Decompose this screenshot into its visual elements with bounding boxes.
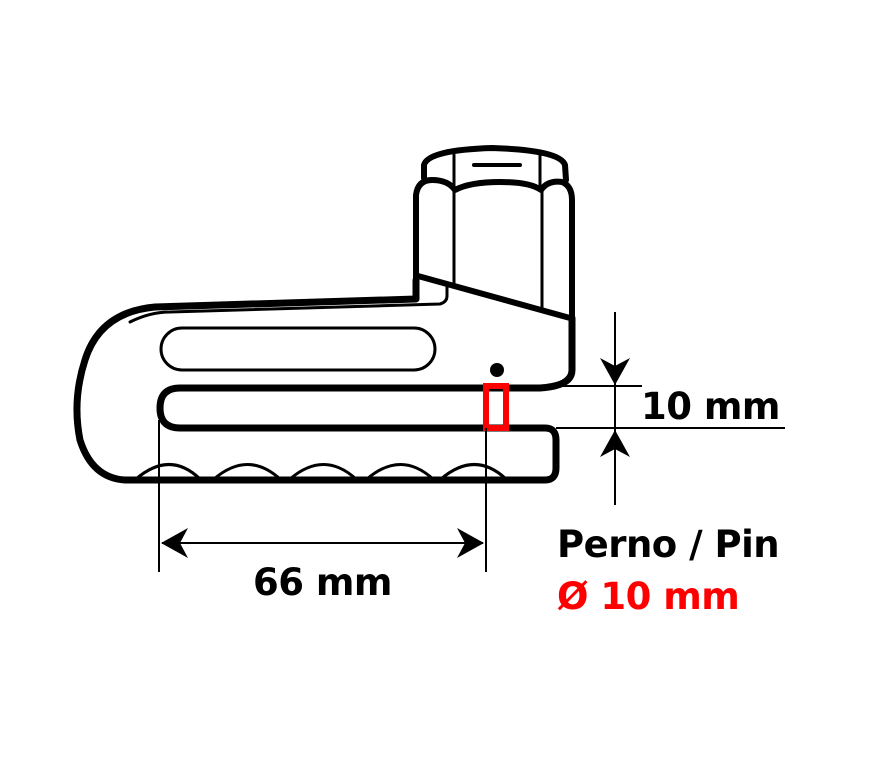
cylinder-hex-body <box>413 177 575 323</box>
bottom-scallops <box>134 463 508 481</box>
slot-height-dimension <box>556 312 785 505</box>
body-outer-outline <box>73 276 576 484</box>
pin-marker <box>483 383 509 431</box>
arrow-left-icon <box>161 528 188 558</box>
arrow-up-icon <box>600 430 630 457</box>
body-top-trim <box>128 284 449 324</box>
cylinder-cap <box>421 145 569 183</box>
lock-body <box>73 276 576 484</box>
hole-marker-dot <box>490 363 504 377</box>
arrow-right-icon <box>457 528 484 558</box>
cylinder-skirt <box>415 273 573 321</box>
jaw-length-label: 66 mm <box>253 561 392 604</box>
arrow-down-icon <box>600 358 630 385</box>
pin-title: Perno / Pin <box>557 523 780 566</box>
slot-height-label: 10 mm <box>641 385 780 428</box>
lock-cylinder <box>413 145 575 323</box>
jaw-length-dimension <box>158 420 487 572</box>
upper-slot <box>159 326 437 372</box>
pin-diameter-label: Ø 10 mm <box>557 575 740 618</box>
